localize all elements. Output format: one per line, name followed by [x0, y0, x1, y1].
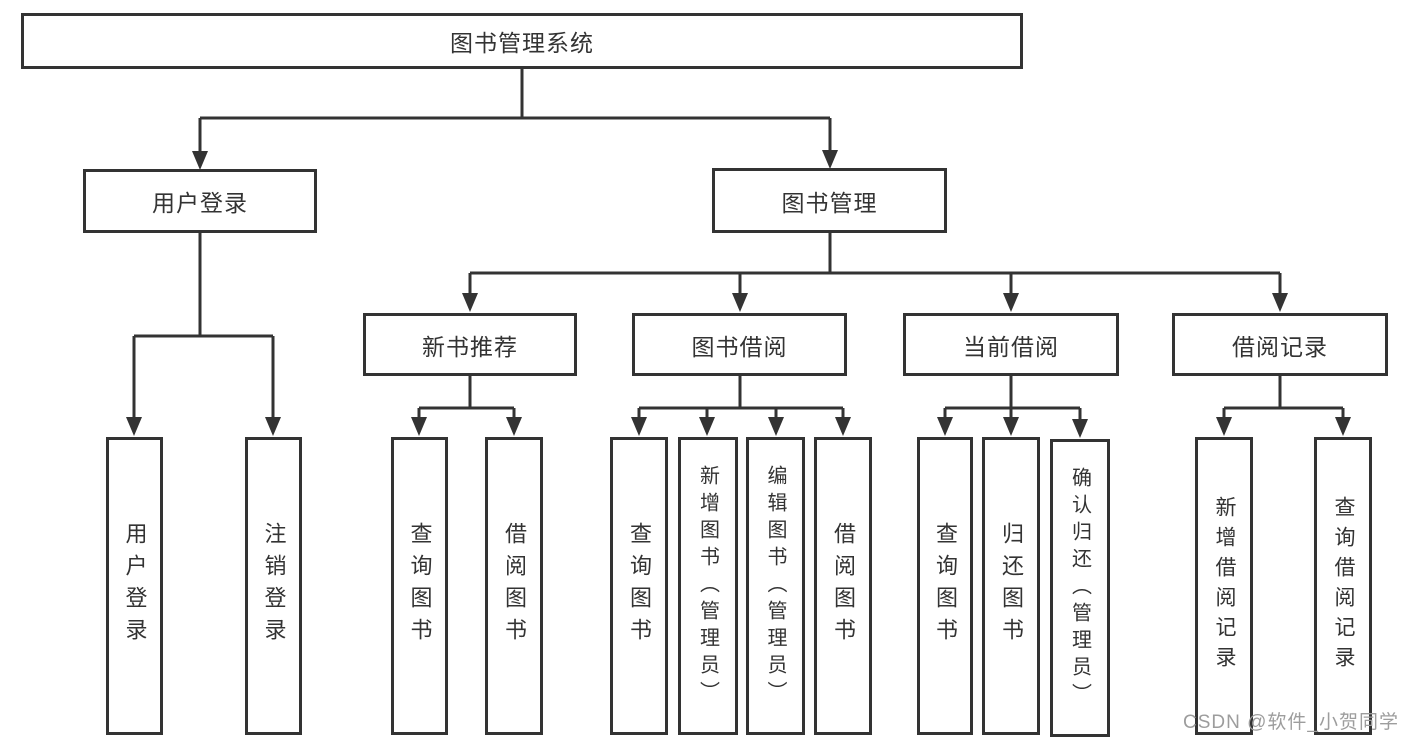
leaf-bb-query-books-label: 查询图书: [627, 522, 652, 650]
leaf-bb-add-books-admin-label: 新增图书（管理员）: [696, 464, 719, 708]
leaf-bb-edit-books-admin-label: 编辑图书（管理员）: [764, 464, 786, 708]
node-new-book-recommend: 新书推荐: [363, 313, 577, 376]
leaf-logout-label: 注销登录: [261, 522, 287, 650]
leaf-bb-edit-books-admin: 编辑图书（管理员）: [746, 437, 805, 735]
arrow-heads: [126, 150, 1351, 438]
leaf-bb-borrow-books-label: 借阅图书: [831, 522, 856, 650]
leaf-br-query-record-label: 查询借阅记录: [1332, 496, 1355, 676]
leaf-nb-borrow-books: 借阅图书: [485, 437, 543, 735]
leaf-cb-confirm-return-admin: 确认归还（管理员）: [1050, 439, 1110, 737]
leaf-user-login-label: 用户登录: [122, 522, 148, 650]
node-borrowing-records: 借阅记录: [1172, 313, 1388, 376]
leaf-cb-query-books: 查询图书: [917, 437, 973, 735]
leaf-nb-query-books: 查询图书: [391, 437, 448, 735]
connector-stems: [132, 69, 1345, 421]
leaf-cb-return-books: 归还图书: [982, 437, 1040, 735]
node-book-management: 图书管理: [712, 168, 947, 233]
leaf-nb-borrow-books-label: 借阅图书: [502, 522, 527, 650]
leaf-bb-query-books: 查询图书: [610, 437, 668, 735]
leaf-bb-borrow-books: 借阅图书: [814, 437, 872, 735]
leaf-br-add-record-label: 新增借阅记录: [1213, 496, 1236, 676]
node-book-borrowing: 图书借阅: [632, 313, 847, 376]
csdn-watermark: CSDN @软件_小贺同学: [1183, 712, 1399, 733]
leaf-cb-query-books-label: 查询图书: [933, 522, 958, 650]
leaf-br-add-record: 新增借阅记录: [1195, 437, 1253, 735]
leaf-logout: 注销登录: [245, 437, 302, 735]
leaf-cb-confirm-return-admin-label: 确认归还（管理员）: [1068, 466, 1091, 710]
leaf-bb-add-books-admin: 新增图书（管理员）: [678, 437, 738, 735]
node-current-borrowing: 当前借阅: [903, 313, 1119, 376]
leaf-cb-return-books-label: 归还图书: [999, 522, 1024, 650]
leaf-br-query-record: 查询借阅记录: [1314, 437, 1372, 735]
node-user-login: 用户登录: [83, 169, 317, 233]
leaf-user-login: 用户登录: [106, 437, 163, 735]
leaf-nb-query-books-label: 查询图书: [407, 522, 433, 650]
node-root-system: 图书管理系统: [21, 13, 1023, 69]
